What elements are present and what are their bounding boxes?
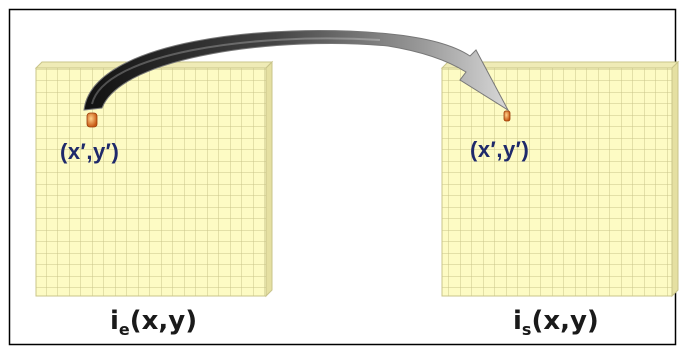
- left-image-label-base: i: [110, 306, 119, 336]
- left-image-label-subscript: e: [118, 320, 130, 339]
- left-point-marker: [86, 112, 98, 128]
- left-image-label-args: (x,y): [129, 306, 198, 336]
- right-image-label-base: i: [513, 306, 522, 336]
- arrow-body: [83, 30, 510, 112]
- right-image-label: is(x,y): [513, 306, 599, 339]
- right-panel-side-face: [671, 60, 679, 298]
- left-panel-side-face: [265, 60, 273, 298]
- right-image-label-subscript: s: [521, 320, 532, 339]
- left-image-panel: [34, 60, 274, 298]
- right-point-marker: [503, 110, 511, 122]
- left-point-label: (x′,y′): [60, 139, 120, 164]
- left-image-label: ie(x,y): [110, 306, 197, 339]
- right-point-label: (x′,y′): [470, 137, 530, 162]
- mapping-arrow: [83, 30, 510, 112]
- arrow-highlight: [91, 37, 381, 105]
- right-image-label-args: (x,y): [531, 306, 599, 336]
- right-panel-grid: [441, 67, 673, 297]
- right-image-panel: [440, 60, 680, 298]
- left-panel-grid: [35, 67, 267, 297]
